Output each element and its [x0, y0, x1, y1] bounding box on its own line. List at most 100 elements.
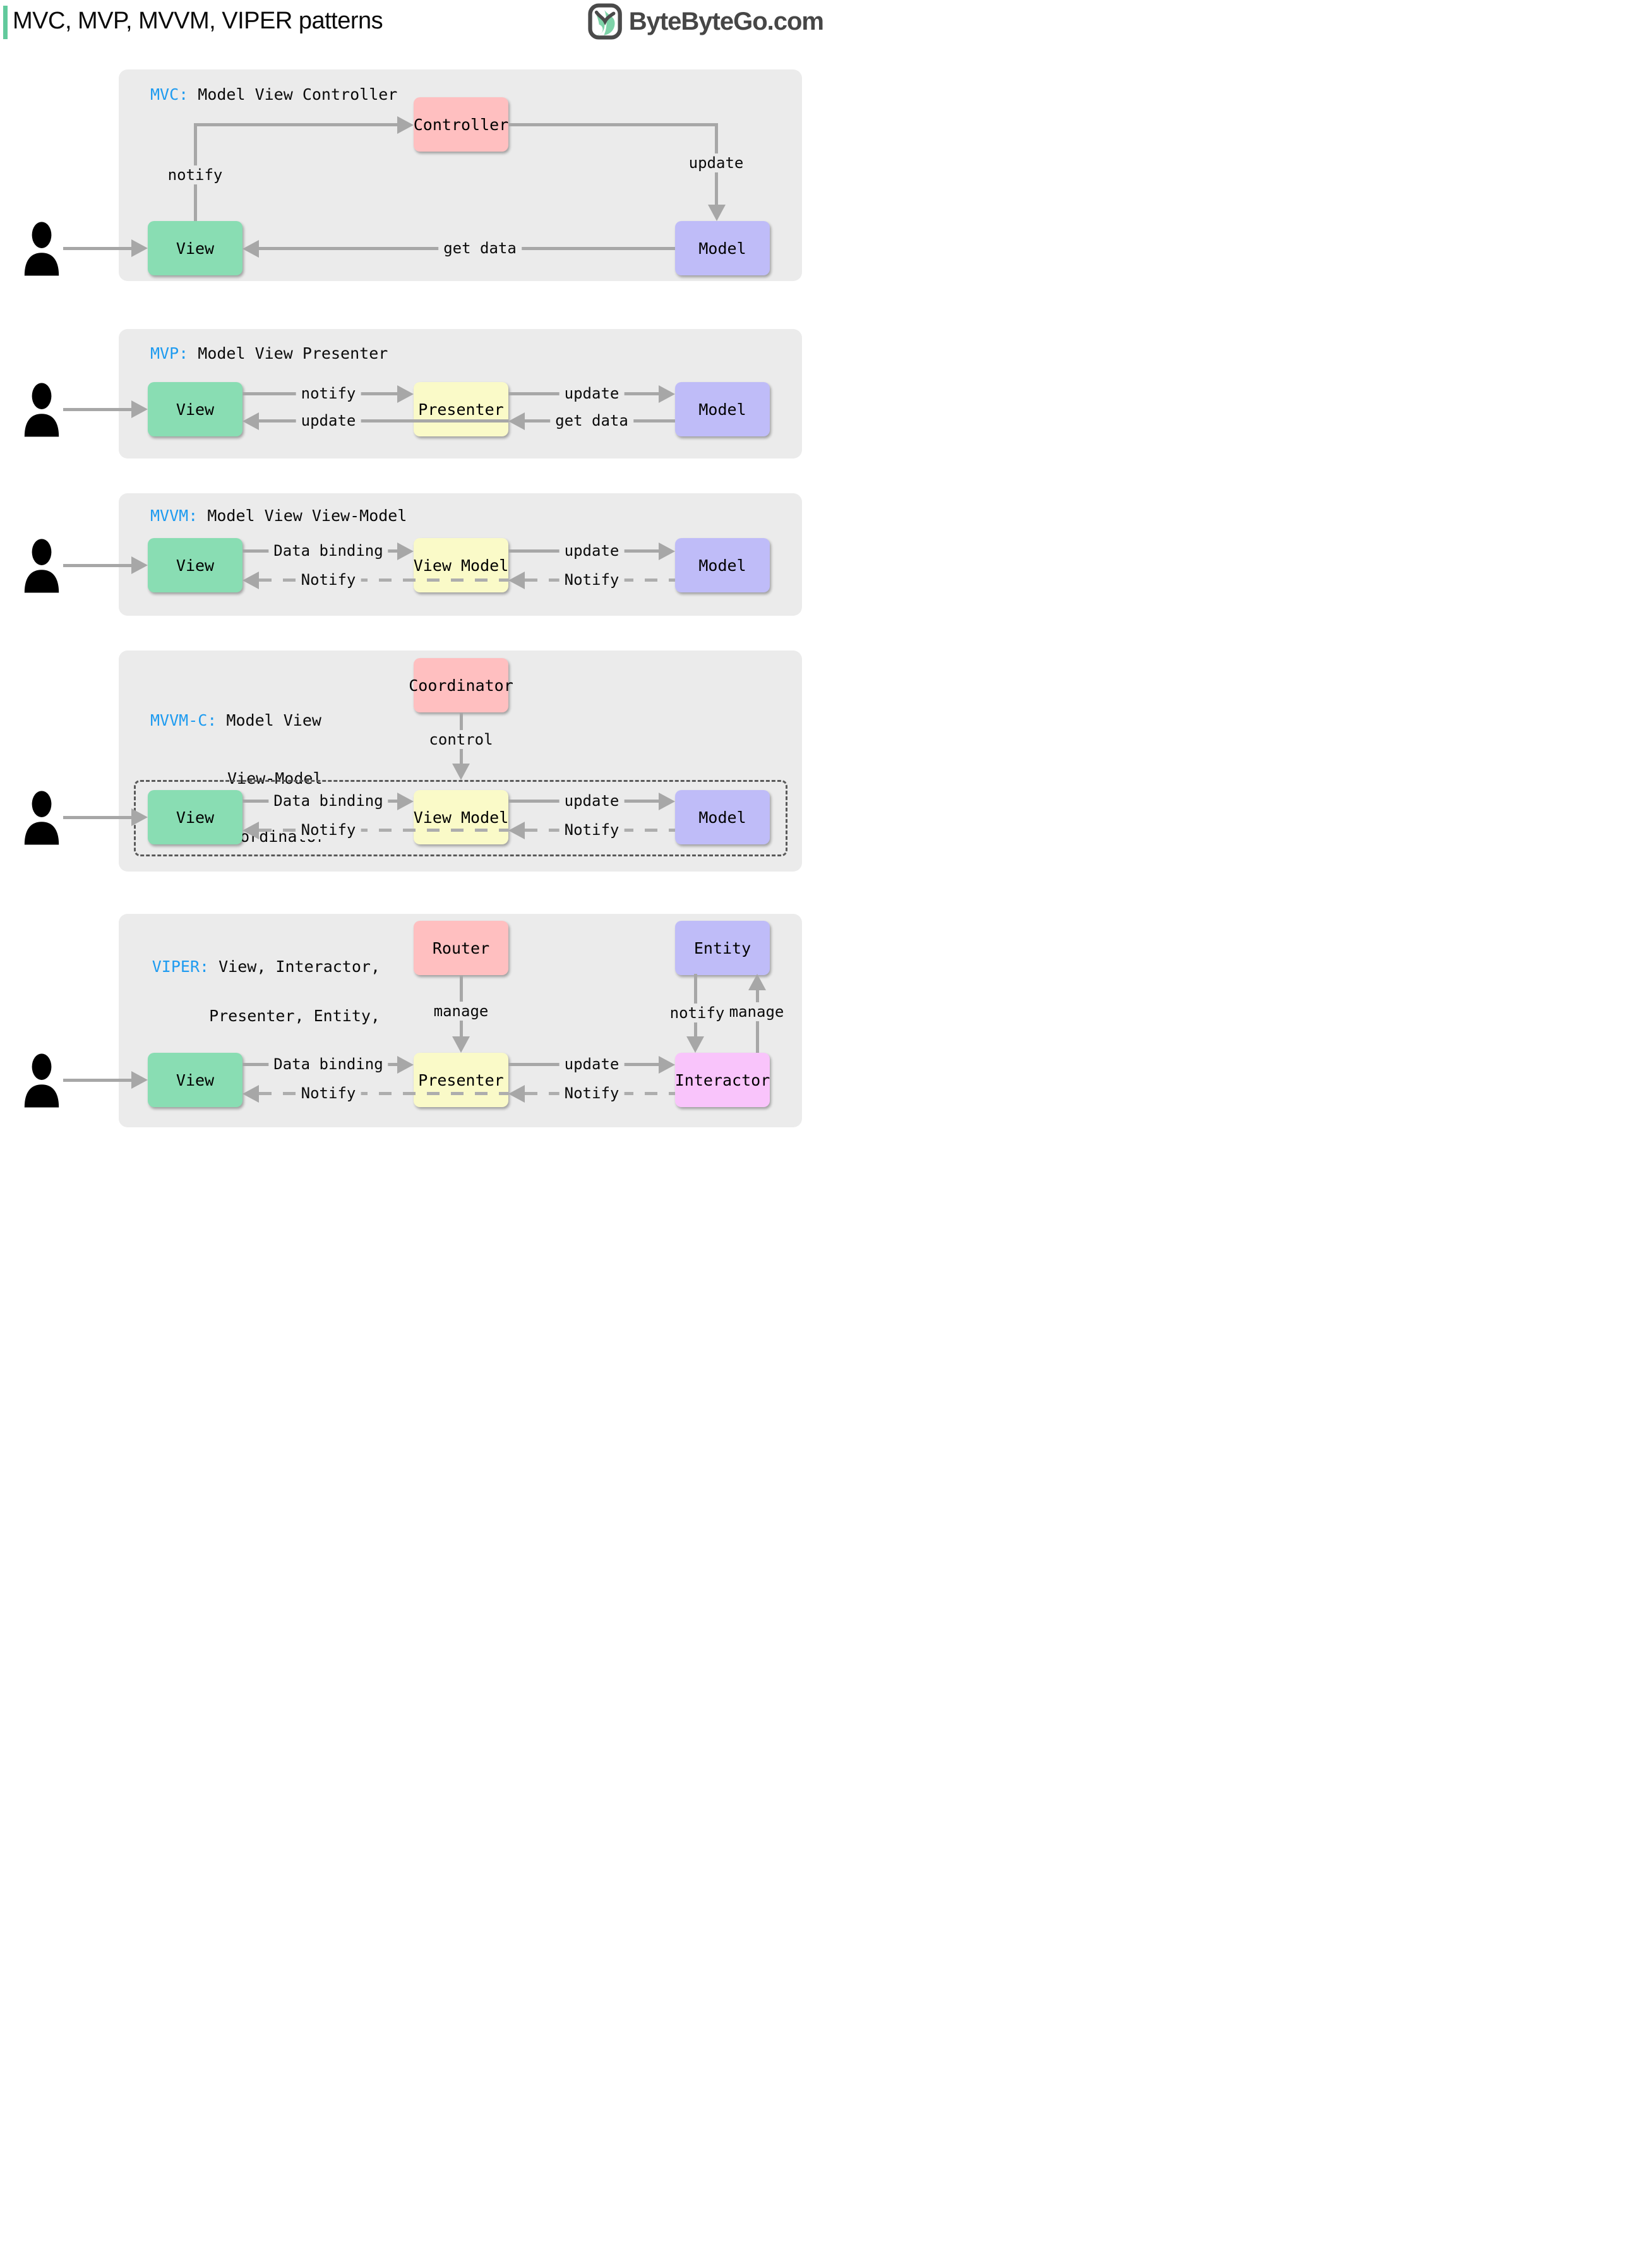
mvp-update-model-label: update — [559, 384, 625, 403]
person-arrow-head-mvvm-c — [131, 808, 148, 826]
mvp-section-title: MVP: Model View Presenter — [150, 344, 388, 363]
mvc-view-box: View — [148, 221, 242, 275]
viper-notify-interactor-arrowhead — [686, 1036, 704, 1053]
mvvm-c-view-box: View — [148, 790, 242, 844]
viper-notify-view-arrowhead — [242, 1085, 259, 1103]
mvvm-model-box: Model — [675, 538, 770, 592]
person-icon — [24, 1053, 59, 1108]
mvp-update-view-line — [259, 419, 508, 423]
title-accent-bar — [3, 6, 8, 39]
mvp-notify-label: notify — [296, 384, 361, 403]
viper-databinding-arrowhead — [397, 1056, 414, 1074]
mvvm-section-title: MVVM: Model View View-Model — [150, 507, 407, 525]
person-icon — [24, 791, 59, 845]
person-icon — [24, 539, 59, 593]
person-icon — [24, 383, 59, 437]
mvc-notify-label: notify — [162, 165, 228, 184]
mvvm-panel: MVVM: Model View View-Model View View Mo… — [119, 493, 802, 616]
mvc-notify-arrowhead — [397, 116, 414, 134]
mvc-panel: MVC: Model View Controller Controller Vi… — [119, 69, 802, 281]
mvc-getdata-label: get data — [438, 239, 522, 258]
mvvm-c-control-label: control — [424, 730, 498, 749]
person-arrow-line-mvc — [63, 247, 133, 250]
viper-manage-entity-label: manage — [724, 1002, 789, 1021]
mvp-keyword: MVP: — [150, 344, 189, 363]
person-arrow-line-viper — [63, 1079, 133, 1082]
mvvm-c-panel: MVVM-C: Model View View-Model Coordinato… — [119, 650, 802, 872]
mvvm-c-notify-vm-label: Notify — [559, 820, 625, 839]
mvc-notify-line-h — [194, 123, 397, 126]
viper-notify-presenter-label: Notify — [559, 1084, 625, 1103]
viper-interactor-box: Interactor — [675, 1053, 770, 1107]
viper-update-label: update — [559, 1055, 625, 1074]
mvc-update-arrowhead — [708, 205, 726, 221]
viper-manage-arrowhead — [452, 1036, 470, 1053]
mvvm-notify-view-label: Notify — [296, 570, 361, 589]
viper-router-box: Router — [414, 921, 508, 975]
mvvm-databinding-label: Data binding — [268, 541, 388, 560]
mvc-controller-box: Controller — [414, 97, 508, 152]
viper-keyword: VIPER: — [152, 957, 210, 976]
viper-panel: VIPER: View, Interactor, Presenter, Enti… — [119, 914, 802, 1127]
viper-notify-presenter-arrowhead — [508, 1085, 525, 1103]
person-icon — [24, 222, 59, 276]
mvc-section-title: MVC: Model View Controller — [150, 85, 398, 104]
mvvm-c-keyword: MVVM-C: — [150, 711, 217, 729]
person-arrow-head-mvp — [131, 400, 148, 418]
mvvm-c-notify-view-arrowhead — [242, 822, 259, 839]
mvc-getdata-arrowhead — [242, 240, 259, 258]
viper-update-arrowhead — [659, 1056, 675, 1074]
viper-notify-interactor-label: notify — [664, 1004, 730, 1022]
mvp-getdata-label: get data — [550, 411, 633, 430]
logo-text: ByteByteGo.com — [628, 7, 824, 35]
mvp-model-box: Model — [675, 382, 770, 436]
mvvm-c-viewmodel-box: View Model — [414, 790, 508, 844]
person-arrow-line-mvp — [63, 408, 133, 411]
viper-entity-box: Entity — [675, 921, 770, 975]
person-arrow-head-mvvm — [131, 556, 148, 574]
bytebytego-bird-icon — [588, 3, 622, 40]
mvvm-view-box: View — [148, 538, 242, 592]
mvp-notify-arrowhead — [397, 385, 414, 403]
mvp-panel: MVP: Model View Presenter View Presenter… — [119, 329, 802, 459]
mvvm-notify-vm-arrowhead — [508, 572, 525, 589]
mvc-model-box: Model — [675, 221, 770, 275]
mvvm-c-notify-vm-arrowhead — [508, 822, 525, 839]
mvp-view-box: View — [148, 382, 242, 436]
mvvm-c-model-box: Model — [675, 790, 770, 844]
viper-databinding-label: Data binding — [268, 1055, 388, 1074]
mvvm-keyword: MVVM: — [150, 507, 198, 525]
person-arrow-head-mvc — [131, 239, 148, 257]
mvvm-c-control-arrowhead — [452, 764, 470, 780]
person-arrow-line-mvvm — [63, 564, 133, 567]
mvvm-databinding-arrowhead — [397, 543, 414, 560]
person-arrow-head-viper — [131, 1071, 148, 1089]
mvvm-c-coordinator-box: Coordinator — [409, 658, 513, 712]
mvvm-c-update-label: update — [559, 791, 625, 810]
mvvm-c-notify-view-line — [259, 829, 508, 832]
viper-manage-label: manage — [428, 1002, 494, 1021]
page: MVC, MVP, MVVM, VIPER patterns ByteByteG… — [0, 0, 826, 1133]
mvvm-update-arrowhead — [659, 543, 675, 560]
viper-manage-entity-line — [756, 990, 759, 1053]
mvc-keyword: MVC: — [150, 85, 189, 104]
mvp-update-view-label: update — [296, 411, 361, 430]
viper-notify-view-label: Notify — [296, 1084, 361, 1103]
mvvm-c-notify-view-label: Notify — [296, 820, 361, 839]
viper-view-box: View — [148, 1053, 242, 1107]
mvvm-notify-view-arrowhead — [242, 572, 259, 589]
mvvm-viewmodel-box: View Model — [414, 538, 508, 592]
mvvm-c-update-arrowhead — [659, 793, 675, 810]
mvvm-c-databinding-label: Data binding — [268, 791, 388, 810]
mvp-update-view-arrowhead — [242, 412, 259, 430]
mvvm-c-databinding-arrowhead — [397, 793, 414, 810]
mvp-update-model-arrowhead — [659, 385, 675, 403]
mvp-getdata-arrowhead — [508, 412, 525, 430]
mvp-presenter-box: Presenter — [414, 382, 508, 436]
mvc-update-label: update — [683, 153, 749, 172]
viper-manage-entity-arrowhead — [748, 974, 766, 990]
mvvm-notify-view-line — [259, 578, 508, 582]
mvvm-update-label: update — [559, 541, 625, 560]
bytebytego-logo: ByteByteGo.com — [587, 3, 824, 40]
mvc-update-line-h — [508, 123, 718, 126]
